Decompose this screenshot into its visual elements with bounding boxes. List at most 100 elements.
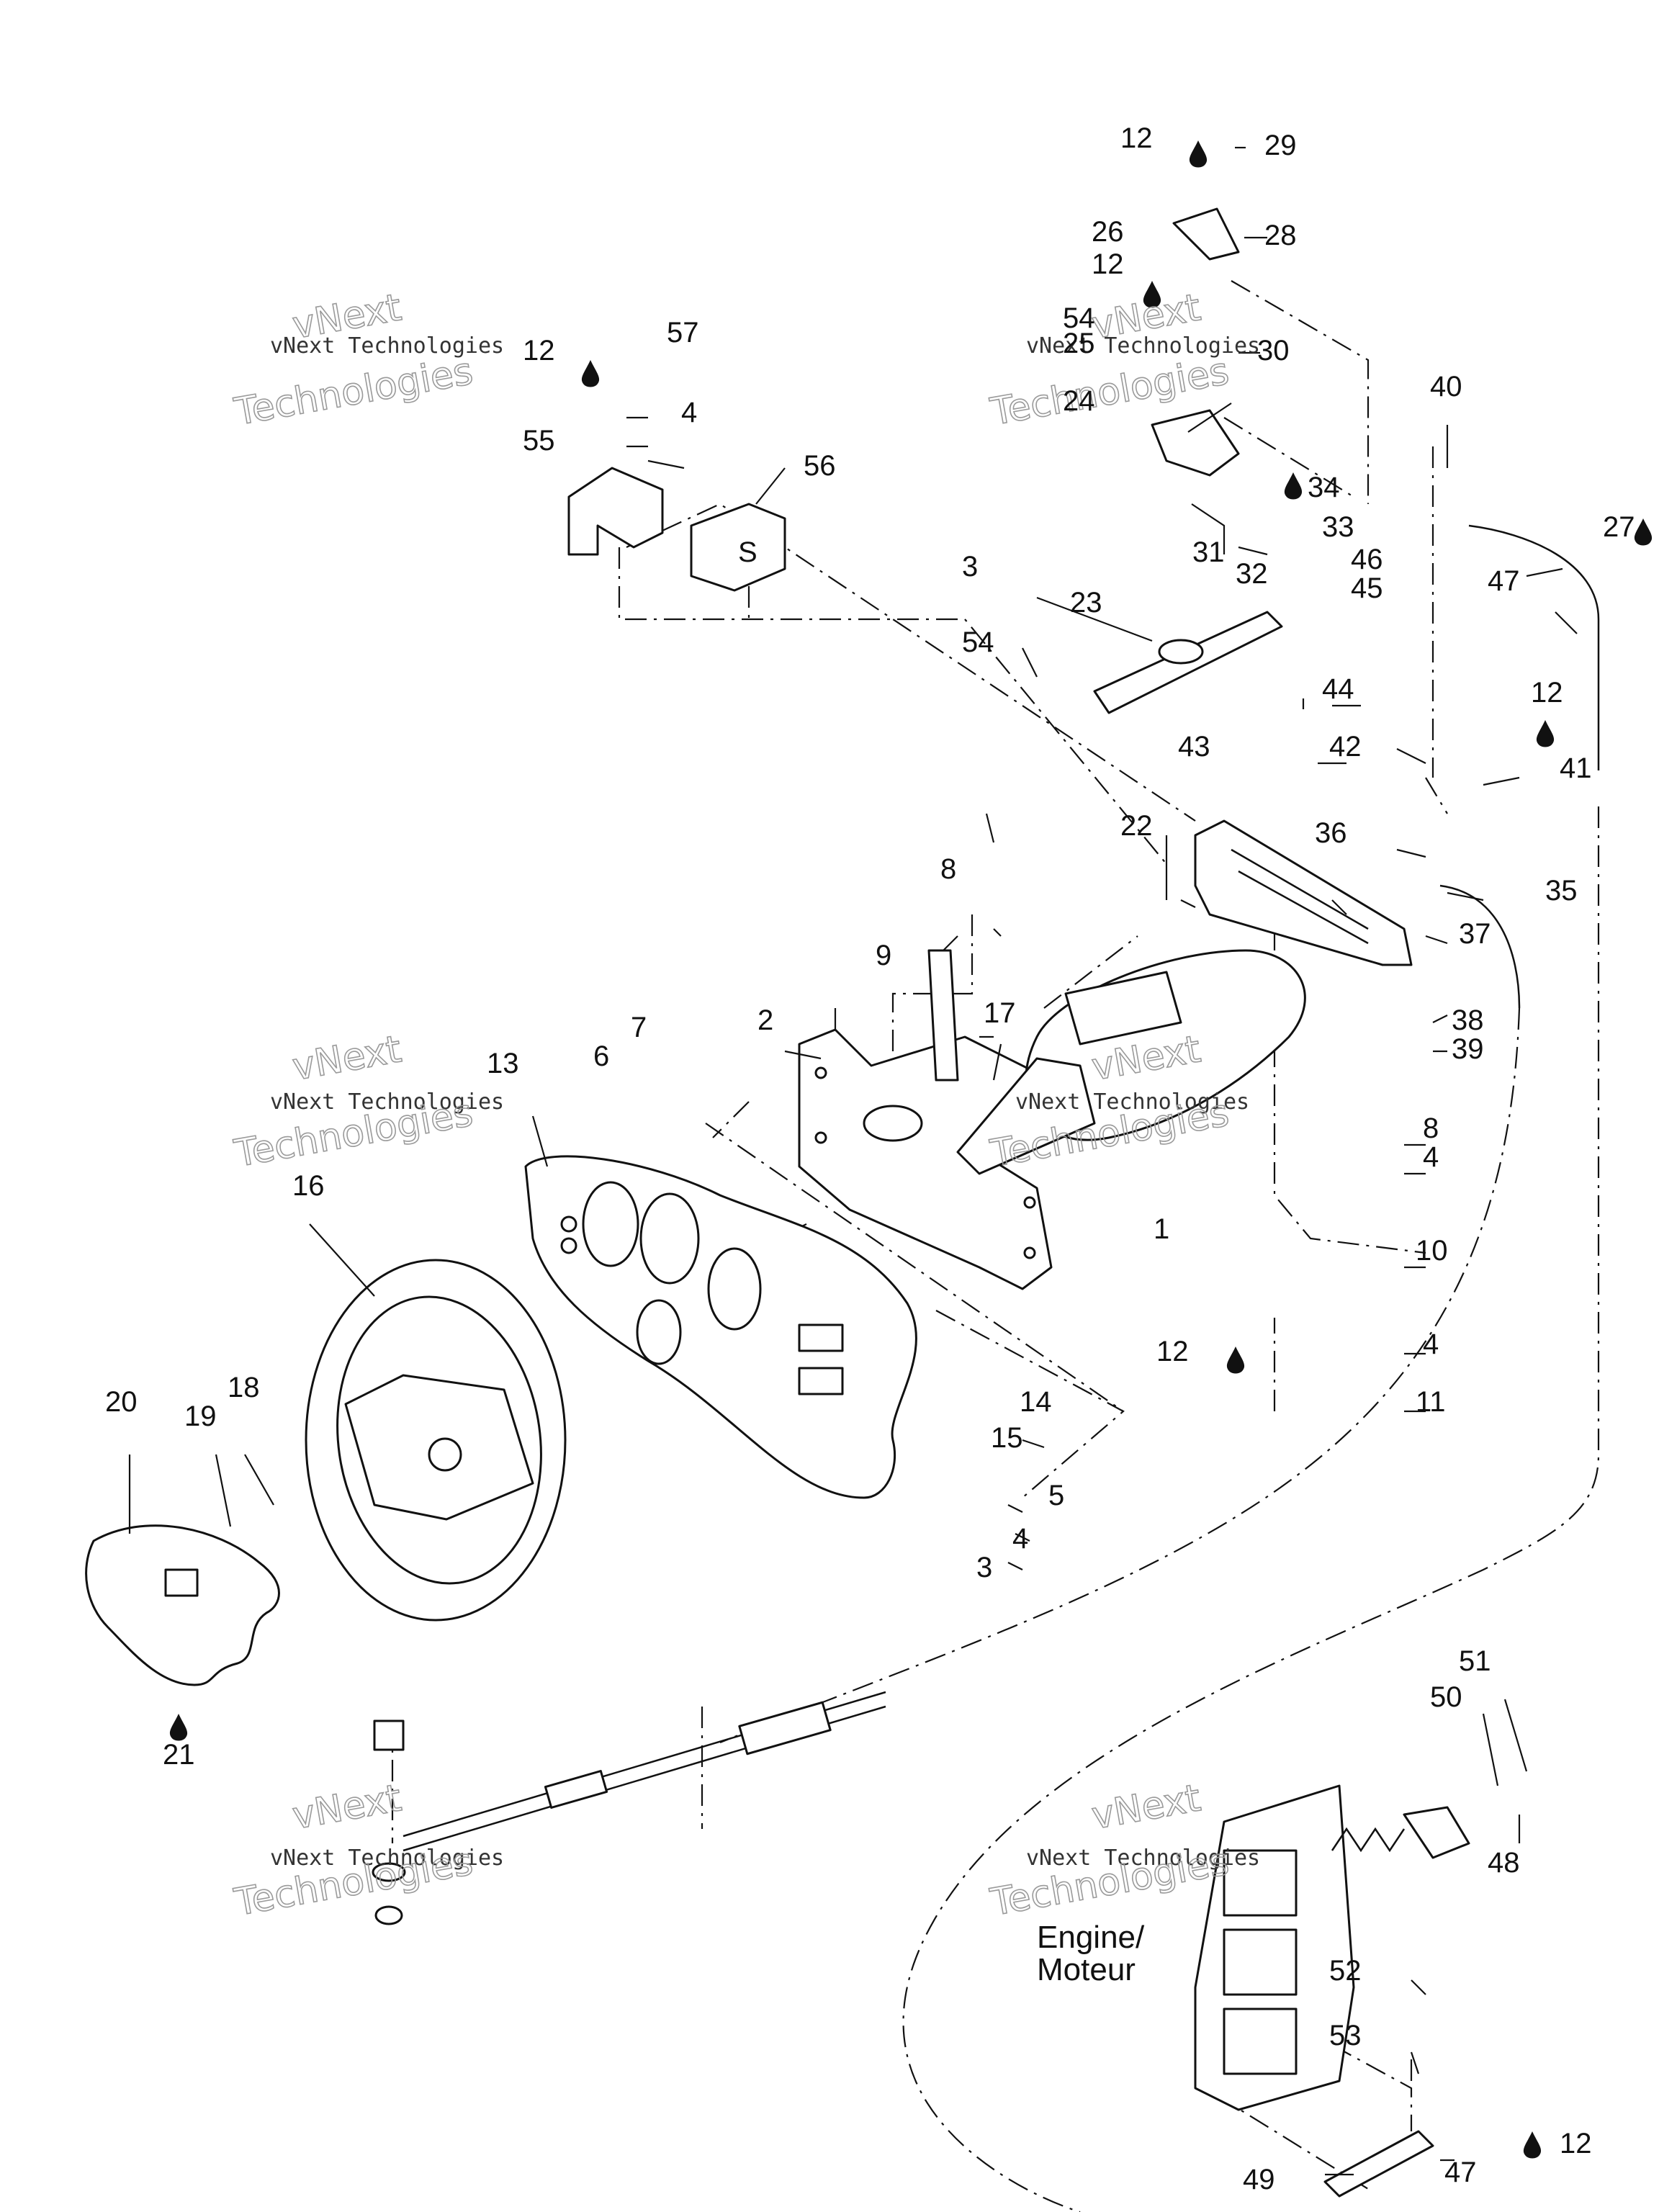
callout-21: 21 (163, 1739, 195, 1771)
callout-19: 19 (184, 1401, 217, 1432)
top-plate (1172, 207, 1240, 261)
bracket-mark: S (738, 536, 757, 568)
callout-54: 54 (1063, 302, 1095, 334)
callout-29: 29 (1264, 130, 1297, 161)
callout-12: 12 (1531, 677, 1563, 709)
callout-27: 27 (1603, 511, 1635, 543)
callout-30: 30 (1257, 335, 1290, 367)
callout-47: 47 (1488, 565, 1520, 597)
lever-plate (1194, 819, 1413, 966)
return-spring (1331, 1827, 1406, 1853)
steering-shaft (372, 1691, 886, 1925)
callout-3: 3 (976, 1552, 992, 1583)
callout-6: 6 (593, 1040, 609, 1072)
callout-13: 13 (487, 1048, 519, 1079)
callout-8: 8 (1423, 1112, 1439, 1144)
steering-cover (85, 1524, 280, 1686)
callout-54: 54 (962, 626, 994, 658)
mounting-bracket (798, 1028, 1053, 1290)
callout-46: 46 (1351, 544, 1383, 575)
callout-23: 23 (1070, 587, 1102, 619)
callout-26: 26 (1092, 216, 1124, 248)
callout-18: 18 (228, 1372, 260, 1403)
callout-1: 1 (1154, 1213, 1169, 1245)
callout-32: 32 (1236, 558, 1268, 590)
callout-28: 28 (1264, 220, 1297, 251)
callout-16: 16 (292, 1170, 325, 1202)
callout-12: 12 (1120, 122, 1153, 154)
callout-57: 57 (667, 317, 699, 349)
callout-33: 33 (1322, 511, 1354, 543)
callout-10: 10 (1416, 1235, 1448, 1267)
svg-text:vNext Technologies: vNext Technologies (1015, 1089, 1249, 1115)
callout-12: 12 (1560, 2128, 1592, 2159)
leader-lines (128, 146, 1578, 2176)
callout-25: 25 (1063, 328, 1095, 359)
engine-label-line2: Moteur (1037, 1952, 1136, 1987)
callout-14: 14 (1020, 1386, 1052, 1418)
svg-text:vNext Technologies: vNext Technologies (270, 1089, 504, 1115)
svg-text:vNext: vNext (289, 1776, 405, 1838)
callout-53: 53 (1329, 2020, 1362, 2051)
callout-38: 38 (1452, 1004, 1484, 1036)
callout-4: 4 (681, 397, 697, 428)
callout-47: 47 (1444, 2157, 1477, 2188)
callout-49: 49 (1243, 2164, 1275, 2195)
callout-15: 15 (991, 1422, 1023, 1454)
callout-39: 39 (1452, 1033, 1484, 1065)
callout-35: 35 (1545, 875, 1578, 907)
svg-text:vNext Technologies: vNext Technologies (1026, 1845, 1260, 1871)
callout-52: 52 (1329, 1955, 1362, 1987)
callout-20: 20 (105, 1386, 138, 1418)
callout-3: 3 (962, 551, 978, 583)
callout-5: 5 (1048, 1480, 1064, 1511)
callout-45: 45 (1351, 572, 1383, 604)
callout-22: 22 (1120, 810, 1153, 842)
engine-label-line1: Engine/ (1037, 1920, 1145, 1955)
callout-42: 42 (1329, 731, 1362, 763)
callout-43: 43 (1178, 731, 1210, 763)
svg-text:vNext Technologies: vNext Technologies (270, 1845, 504, 1871)
callout-4: 4 (1423, 1328, 1439, 1360)
support-plate (1151, 409, 1240, 477)
callout-9: 9 (876, 940, 891, 971)
callout-48: 48 (1488, 1847, 1520, 1879)
throttle-cable (1468, 524, 1600, 770)
callout-56: 56 (804, 450, 836, 482)
callout-24: 24 (1063, 385, 1095, 417)
svg-text:vNext: vNext (1089, 1776, 1204, 1838)
throttle-lever (1403, 1806, 1470, 1859)
svg-text:vNext: vNext (289, 1028, 405, 1089)
callout-12: 12 (1156, 1336, 1189, 1367)
svg-text:Technologies: Technologies (231, 350, 476, 434)
svg-text:vNext Technologies: vNext Technologies (270, 333, 504, 359)
steering-wheel (305, 1259, 567, 1622)
callout-37: 37 (1459, 918, 1491, 950)
callout-8: 8 (940, 853, 956, 885)
callout-55: 55 (523, 425, 555, 457)
steering-cable (1439, 884, 1521, 1009)
engine-block (1194, 1784, 1355, 2111)
callout-50: 50 (1430, 1681, 1462, 1713)
callout-51: 51 (1459, 1645, 1491, 1677)
callout-11: 11 (1416, 1386, 1446, 1418)
dashboard-panel (524, 1155, 917, 1499)
callout-12: 12 (523, 335, 555, 367)
callout-40: 40 (1430, 371, 1462, 403)
callout-34: 34 (1308, 472, 1340, 503)
switch-bracket: S (567, 467, 786, 592)
loctite-drop-icon (169, 140, 1653, 2159)
callout-4: 4 (1012, 1523, 1028, 1555)
callout-41: 41 (1560, 752, 1592, 784)
callout-2: 2 (757, 1004, 773, 1036)
linkage-arm (1323, 2130, 1434, 2198)
callout-36: 36 (1315, 817, 1347, 849)
helm-assembly (956, 949, 1306, 1175)
callout-31: 31 (1192, 536, 1225, 568)
callout-labels: 1 2 3 3 4 4 4 4 5 6 7 8 8 9 10 11 12 12 … (105, 122, 1635, 2195)
callout-12: 12 (1092, 248, 1124, 280)
svg-text:vNext Technologies: vNext Technologies (1026, 333, 1260, 359)
callout-44: 44 (1322, 673, 1354, 705)
lever-arm (1093, 611, 1283, 714)
